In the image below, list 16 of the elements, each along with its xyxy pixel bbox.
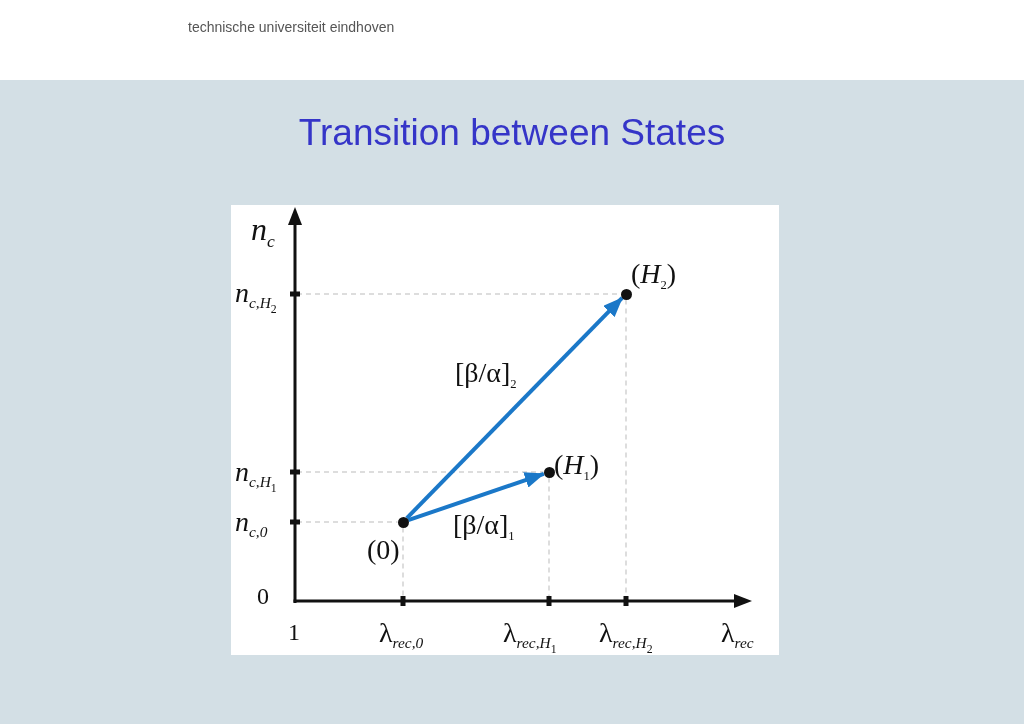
tick-label: 0 bbox=[257, 584, 269, 610]
arrow bbox=[407, 471, 545, 523]
tick-label: n$_{c,0}$ bbox=[235, 507, 268, 537]
point-label: (0) bbox=[367, 535, 400, 565]
arrow bbox=[405, 296, 624, 520]
point-label: (H$_{1}$) bbox=[554, 450, 600, 480]
title: Transition between States bbox=[298, 112, 726, 155]
axis-label: λ$_{rec}$ bbox=[721, 618, 754, 648]
axis-label: n$_{c}$ bbox=[251, 213, 275, 247]
university-name: technische universiteit eindhoven bbox=[188, 19, 395, 36]
data-point bbox=[620, 288, 632, 300]
data-point bbox=[543, 466, 555, 478]
tick-label: λ$_{rec,0}$ bbox=[379, 618, 424, 648]
data-point bbox=[397, 516, 409, 528]
point-label: (H$_{2}$) bbox=[631, 259, 677, 289]
tick-label: 1 bbox=[288, 620, 300, 646]
